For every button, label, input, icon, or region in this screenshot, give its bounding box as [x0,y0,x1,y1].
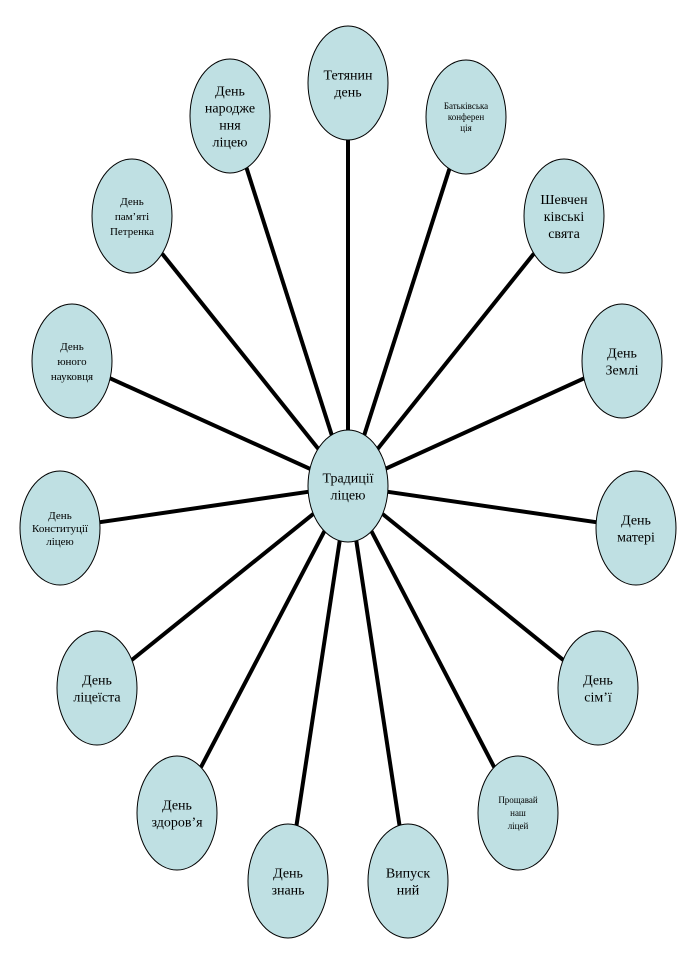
node-den-yunoho-naukovtsia-label-line: юного [57,356,87,368]
node-den-znan-ellipse [247,823,329,939]
connector-den-konstytutsii-litseiu [99,489,309,525]
node-den-znan-label-line: День [273,866,303,881]
connector-vypusknyi [354,540,402,826]
node-den-narodzhennia-litseiu: День народже ння ліцею [189,58,271,174]
connector-lines [99,140,597,826]
connector-den-simi [381,512,565,662]
node-den-zemli-label-line: День [607,346,637,361]
node-den-yunoho-naukovtsia-label-line: науковця [51,371,93,383]
node-proshchavai-nash-litsei-label-line: ліцей [508,821,529,831]
node-den-zdorovia-label-line: здоров’я [151,815,203,830]
center-traditions-label-line: ліцею [330,488,365,503]
connector-den-znan [294,540,342,826]
node-den-materi-label-line: матері [617,530,655,545]
node-den-litseista-label-line: ліцеїста [73,690,121,705]
node-shevchenkivski-sviata-label-line: Шевчен [540,193,588,208]
node-den-narodzhennia-litseiu-label-line: ння [219,118,241,133]
node-shevchenkivski-sviata-label-line: ківські [544,210,585,225]
connector-den-yunoho-naukovtsia [109,376,311,471]
node-den-narodzhennia-litseiu-label-line: народже [205,101,255,116]
node-batkivska-konferentsiia-label-line: конферен [448,112,485,122]
connector-den-zdorovia [199,530,327,769]
node-den-narodzhennia-litseiu-label-line: ліцею [212,135,247,150]
node-vypusknyi-ellipse [367,823,449,939]
node-den-materi-ellipse [595,470,677,586]
node-shevchenkivski-sviata-label-line: свята [548,227,580,242]
node-tetianyn-den: Тетянин день [307,25,389,141]
node-den-konstytutsii-litseiu-label-line: День [48,510,71,522]
node-den-litseista-label-line: День [82,673,112,688]
node-den-yunoho-naukovtsia-ellipse [31,303,113,419]
node-den-znan-label-line: знань [271,883,304,898]
connector-den-zemli [385,376,585,471]
node-den-simi: День сім’ї [557,630,639,746]
node-proshchavai-nash-litsei: Прощавай наш ліцей [477,755,559,871]
connector-den-litseista [130,512,315,662]
node-den-litseista: День ліцеїста [56,630,138,746]
node-den-zemli-ellipse [581,303,663,419]
node-den-znan: День знань [247,823,329,939]
node-den-yunoho-naukovtsia: День юного науковця [31,303,113,419]
node-den-zdorovia-label-line: День [162,798,192,813]
node-den-konstytutsii-litseiu-ellipse [19,470,101,586]
connector-proshchavai-nash-litsei [369,530,496,769]
node-den-narodzhennia-litseiu-ellipse [189,58,271,174]
node-den-narodzhennia-litseiu-label-line: День [215,84,245,99]
node-den-simi-ellipse [557,630,639,746]
node-den-materi-label-line: День [621,513,651,528]
node-den-konstytutsii-litseiu-label-line: Конституції [32,523,89,535]
node-proshchavai-nash-litsei-label-line: Прощавай [498,795,538,805]
connector-den-materi [387,489,597,525]
node-shevchenkivski-sviata: Шевчен ківські свята [523,158,605,274]
center-traditions: Традиції ліцею [307,429,389,543]
node-vypusknyi-label-line: Випуск [386,866,431,881]
node-den-pamiati-petrenka-ellipse [91,158,173,274]
node-den-simi-label-line: День [583,673,613,688]
node-shevchenkivski-sviata-ellipse [523,158,605,274]
node-den-pamiati-petrenka-label-line: День [120,196,143,208]
center-node: Традиції ліцею [307,429,389,543]
node-den-pamiati-petrenka-label-line: пам’яті [115,211,149,223]
node-tetianyn-den-label-line: день [334,85,361,100]
node-den-simi-label-line: сім’ї [584,690,612,705]
node-tetianyn-den-ellipse [307,25,389,141]
node-den-konstytutsii-litseiu-label-line: ліцею [46,536,74,548]
node-proshchavai-nash-litsei-label-line: наш [510,808,526,818]
node-batkivska-konferentsiia-label-line: Батьківська [444,101,488,111]
tradition-nodes: ТетянинденьБатьківськаконференціяШевченк… [19,25,677,939]
node-den-materi: День матері [595,470,677,586]
connector-den-narodzhennia-litseiu [244,167,334,436]
node-den-zdorovia-ellipse [136,755,218,871]
connector-den-pamiati-petrenka [160,252,320,450]
node-batkivska-konferentsiia-ellipse [425,59,507,175]
node-den-zemli-label-line: Землі [606,363,639,378]
node-den-yunoho-naukovtsia-label-line: День [60,341,83,353]
node-tetianyn-den-label-line: Тетянин [323,68,373,83]
node-vypusknyi-label-line: ний [397,883,420,898]
center-traditions-label-line: Традиції [322,471,373,486]
node-den-zdorovia: День здоров’я [136,755,218,871]
node-proshchavai-nash-litsei-ellipse [477,755,559,871]
center-traditions-ellipse [307,429,389,543]
node-den-litseista-ellipse [56,630,138,746]
node-den-pamiati-petrenka-label-line: Петренка [110,226,154,238]
node-vypusknyi: Випуск ний [367,823,449,939]
node-batkivska-konferentsiia-label-line: ція [460,123,471,133]
connector-batkivska-konferentsiia [362,168,452,436]
connector-shevchenkivski-sviata [376,252,536,450]
